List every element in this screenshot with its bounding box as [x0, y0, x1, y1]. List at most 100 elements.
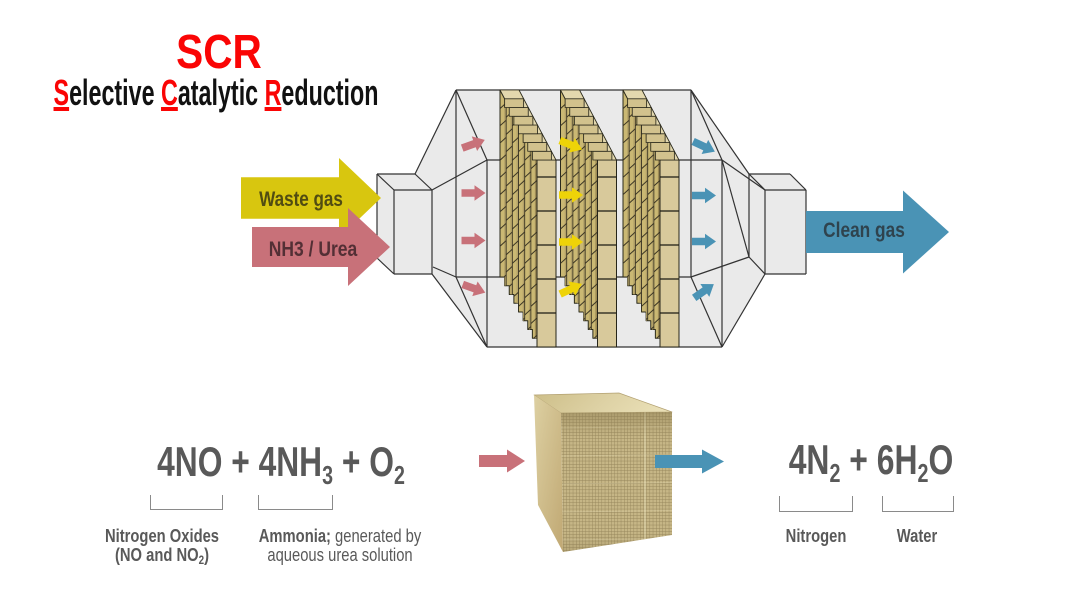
brick-line: [623, 205, 630, 213]
brick-line: [578, 231, 586, 238]
housing-face: [415, 90, 487, 190]
brick-line: [628, 248, 636, 256]
brick-line: [506, 60, 512, 66]
catalyst-step-riser: [636, 115, 657, 126]
brick-line: [578, 300, 586, 307]
brick-line: [505, 180, 513, 187]
brick-line: [584, 257, 592, 264]
brick-line: [642, 60, 648, 66]
brick-line: [511, 154, 519, 161]
brick-line: [641, 162, 649, 170]
brick-line: [566, 214, 574, 221]
brick-line: [628, 162, 636, 170]
catalyst-step-top: [560, 89, 585, 100]
clean-gas-arrow: [806, 190, 949, 274]
waste-gas-arrow: [241, 158, 381, 238]
catalyst-step-riser: [654, 150, 675, 161]
housing-edge: [690, 89, 723, 161]
brick-line: [511, 240, 519, 247]
housing-face: [765, 190, 806, 274]
catalyst-step-riser: [573, 115, 594, 126]
housing-edge: [455, 89, 488, 161]
brick-line: [653, 214, 660, 221]
brick-line: [653, 248, 660, 256]
subtitle-word: Reduction: [264, 71, 379, 113]
outlet-flow-arrow: [691, 284, 714, 301]
brick-line: [641, 266, 649, 273]
brick-line: [634, 274, 642, 281]
brick-line: [511, 257, 519, 264]
brick-line: [623, 188, 630, 195]
brick-line: [518, 214, 526, 221]
catalyst-step-riser: [513, 115, 534, 126]
brick-line: [578, 162, 586, 170]
brick-line: [530, 231, 537, 238]
housing-edge: [721, 273, 766, 348]
brick-line: [519, 60, 525, 66]
brick-line: [634, 240, 642, 247]
brick-line: [560, 257, 568, 264]
brick-line: [505, 145, 513, 152]
brick-line: [579, 370, 585, 376]
brick-line: [590, 266, 598, 273]
brick-line: [573, 69, 579, 75]
brick-line: [591, 60, 597, 66]
brick-line: [500, 137, 507, 144]
brick-line: [628, 197, 636, 204]
catalyst-step-riser: [527, 142, 548, 152]
brick-line: [505, 231, 513, 238]
catalyst-step-riser: [531, 150, 552, 161]
brick-line: [590, 283, 598, 290]
housing-face: [432, 160, 487, 347]
brick-line: [524, 154, 532, 161]
bracket-ammonia: [258, 495, 333, 510]
brick-line: [634, 257, 642, 264]
brick-line: [530, 317, 537, 324]
brick-line: [653, 162, 660, 170]
brick-line: [567, 77, 573, 83]
reaction-out-arrow: [655, 449, 724, 474]
catalyst-step-riser: [569, 107, 590, 117]
brick-line: [525, 361, 531, 367]
housing-edge: [414, 173, 433, 191]
brick-line: [653, 283, 660, 290]
housing-edge: [376, 257, 395, 275]
brick-line: [579, 60, 585, 66]
brick-line: [647, 274, 655, 281]
catalyst-step-riser: [583, 133, 604, 143]
brick-line: [518, 283, 526, 290]
brick-line: [591, 352, 597, 358]
subscript: 3: [322, 460, 334, 490]
brick-line: [579, 352, 585, 358]
housing-edge: [431, 273, 488, 348]
catalyst-step-riser: [631, 107, 652, 117]
outlet-flow-arrow: [691, 137, 715, 154]
catalyst-front-column-2: [597, 159, 617, 348]
brick-line: [590, 317, 598, 324]
brick-line: [641, 248, 649, 256]
brick-line: [584, 240, 592, 247]
brick-line: [531, 352, 537, 358]
brick-line: [511, 137, 519, 144]
brick-line: [629, 77, 635, 83]
brick-line: [578, 214, 586, 221]
brick-line: [530, 180, 537, 187]
brick-line: [519, 77, 525, 83]
brick-line: [647, 171, 655, 178]
mid-flow-arrow: [559, 234, 583, 250]
housing-edge: [431, 159, 488, 191]
brick-line: [585, 69, 591, 75]
brick-line: [500, 69, 506, 75]
housing-edge: [690, 256, 750, 278]
brick-line: [572, 205, 580, 213]
catalyst-step-riser: [504, 98, 525, 108]
brick-line: [500, 257, 507, 264]
brick-line: [623, 154, 630, 161]
housing-edge: [690, 89, 750, 175]
brick-line: [642, 370, 648, 376]
brick-line: [578, 197, 586, 204]
brick-line: [524, 257, 532, 264]
brick-line: [579, 77, 585, 83]
catalyst-step-top: [499, 89, 525, 100]
brick-line: [647, 223, 655, 230]
